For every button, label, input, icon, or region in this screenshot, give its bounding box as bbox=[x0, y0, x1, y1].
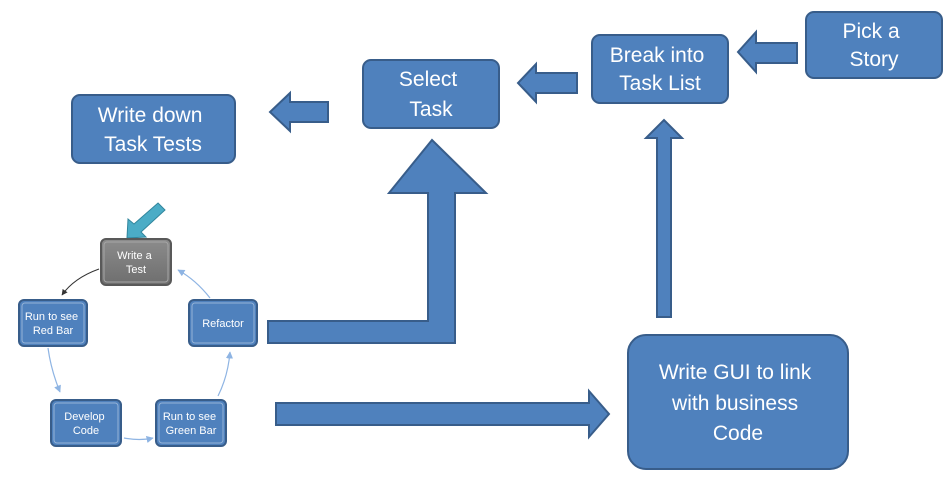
pick-story-line-2: Story bbox=[849, 48, 899, 71]
cycle-write-test-line-1: Write a bbox=[117, 250, 153, 262]
cycle-run-red-line-2: Red Bar bbox=[33, 325, 74, 337]
arrow-gui-to-tasklist bbox=[643, 118, 685, 318]
break-task-list-line-1: Break into bbox=[610, 44, 705, 67]
cycle-arrow-test-to-red bbox=[61, 268, 100, 296]
write-gui-line-2: with business bbox=[671, 392, 798, 415]
cycle-run-red-box: Run to see Red Bar bbox=[18, 299, 88, 347]
cycle-run-green-box: Run to see Green Bar bbox=[155, 399, 227, 447]
svg-text:Write GUI to link with b: Write GUI to link with business Code bbox=[659, 361, 817, 445]
cycle-run-green-line-1: Run to see bbox=[163, 411, 216, 423]
arrow-tasklist-to-select bbox=[516, 61, 578, 105]
cycle-arrow-green-to-refactor bbox=[217, 351, 234, 397]
cycle-arrow-develop-to-green bbox=[123, 435, 154, 443]
write-gui-line-3: Code bbox=[713, 422, 763, 445]
svg-text:Pick a Story: Pick a Story bbox=[842, 20, 905, 71]
svg-text:Select Task: Select Task bbox=[399, 68, 463, 121]
arrow-cycle-to-gui bbox=[275, 388, 611, 440]
svg-text:Run to see Red Bar: Run to see Red Bar bbox=[25, 311, 81, 337]
write-task-tests-line-2: Task Tests bbox=[104, 133, 202, 156]
cycle-refactor-box: Refactor bbox=[188, 299, 258, 347]
break-task-list-box: Break into Task List bbox=[591, 34, 729, 104]
svg-text:Develop Code: Develop Code bbox=[64, 411, 107, 437]
svg-text:Refactor: Refactor bbox=[202, 318, 244, 330]
svg-text:Write a Test: Write a Test bbox=[117, 250, 155, 276]
cycle-develop-code-line-2: Code bbox=[73, 425, 99, 437]
cycle-develop-code-line-1: Develop bbox=[64, 411, 104, 423]
arrow-select-to-tests bbox=[268, 90, 329, 134]
arrow-refactor-to-select bbox=[267, 138, 489, 344]
cycle-refactor-label: Refactor bbox=[202, 318, 244, 330]
cycle-arrow-red-to-develop bbox=[47, 347, 61, 393]
select-task-line-2: Task bbox=[409, 98, 453, 121]
svg-text:Break into Task List: Break into Task List bbox=[610, 44, 710, 95]
select-task-box: Select Task bbox=[362, 59, 500, 129]
pick-story-box: Pick a Story bbox=[805, 11, 943, 79]
cycle-arrow-refactor-to-test bbox=[177, 269, 211, 299]
svg-text:Write down Task Tests: Write down Task Tests bbox=[98, 104, 209, 156]
write-task-tests-line-1: Write down bbox=[98, 104, 203, 127]
svg-text:Run to see Green Bar: Run to see Green Bar bbox=[163, 411, 219, 437]
write-gui-line-1: Write GUI to link bbox=[659, 361, 812, 384]
pointer-arrow-icon bbox=[126, 202, 166, 239]
arrow-story-to-tasklist bbox=[736, 29, 798, 75]
pick-story-line-1: Pick a bbox=[842, 20, 900, 43]
write-task-tests-box: Write down Task Tests bbox=[71, 94, 236, 164]
select-task-line-1: Select bbox=[399, 68, 458, 91]
write-gui-box: Write GUI to link with business Code bbox=[627, 334, 849, 470]
cycle-write-test-line-2: Test bbox=[126, 264, 146, 276]
cycle-run-red-line-1: Run to see bbox=[25, 311, 78, 323]
cycle-run-green-line-2: Green Bar bbox=[166, 425, 217, 437]
cycle-develop-code-box: Develop Code bbox=[50, 399, 122, 447]
cycle-write-test-box: Write a Test bbox=[100, 238, 172, 286]
break-task-list-line-2: Task List bbox=[619, 72, 701, 95]
